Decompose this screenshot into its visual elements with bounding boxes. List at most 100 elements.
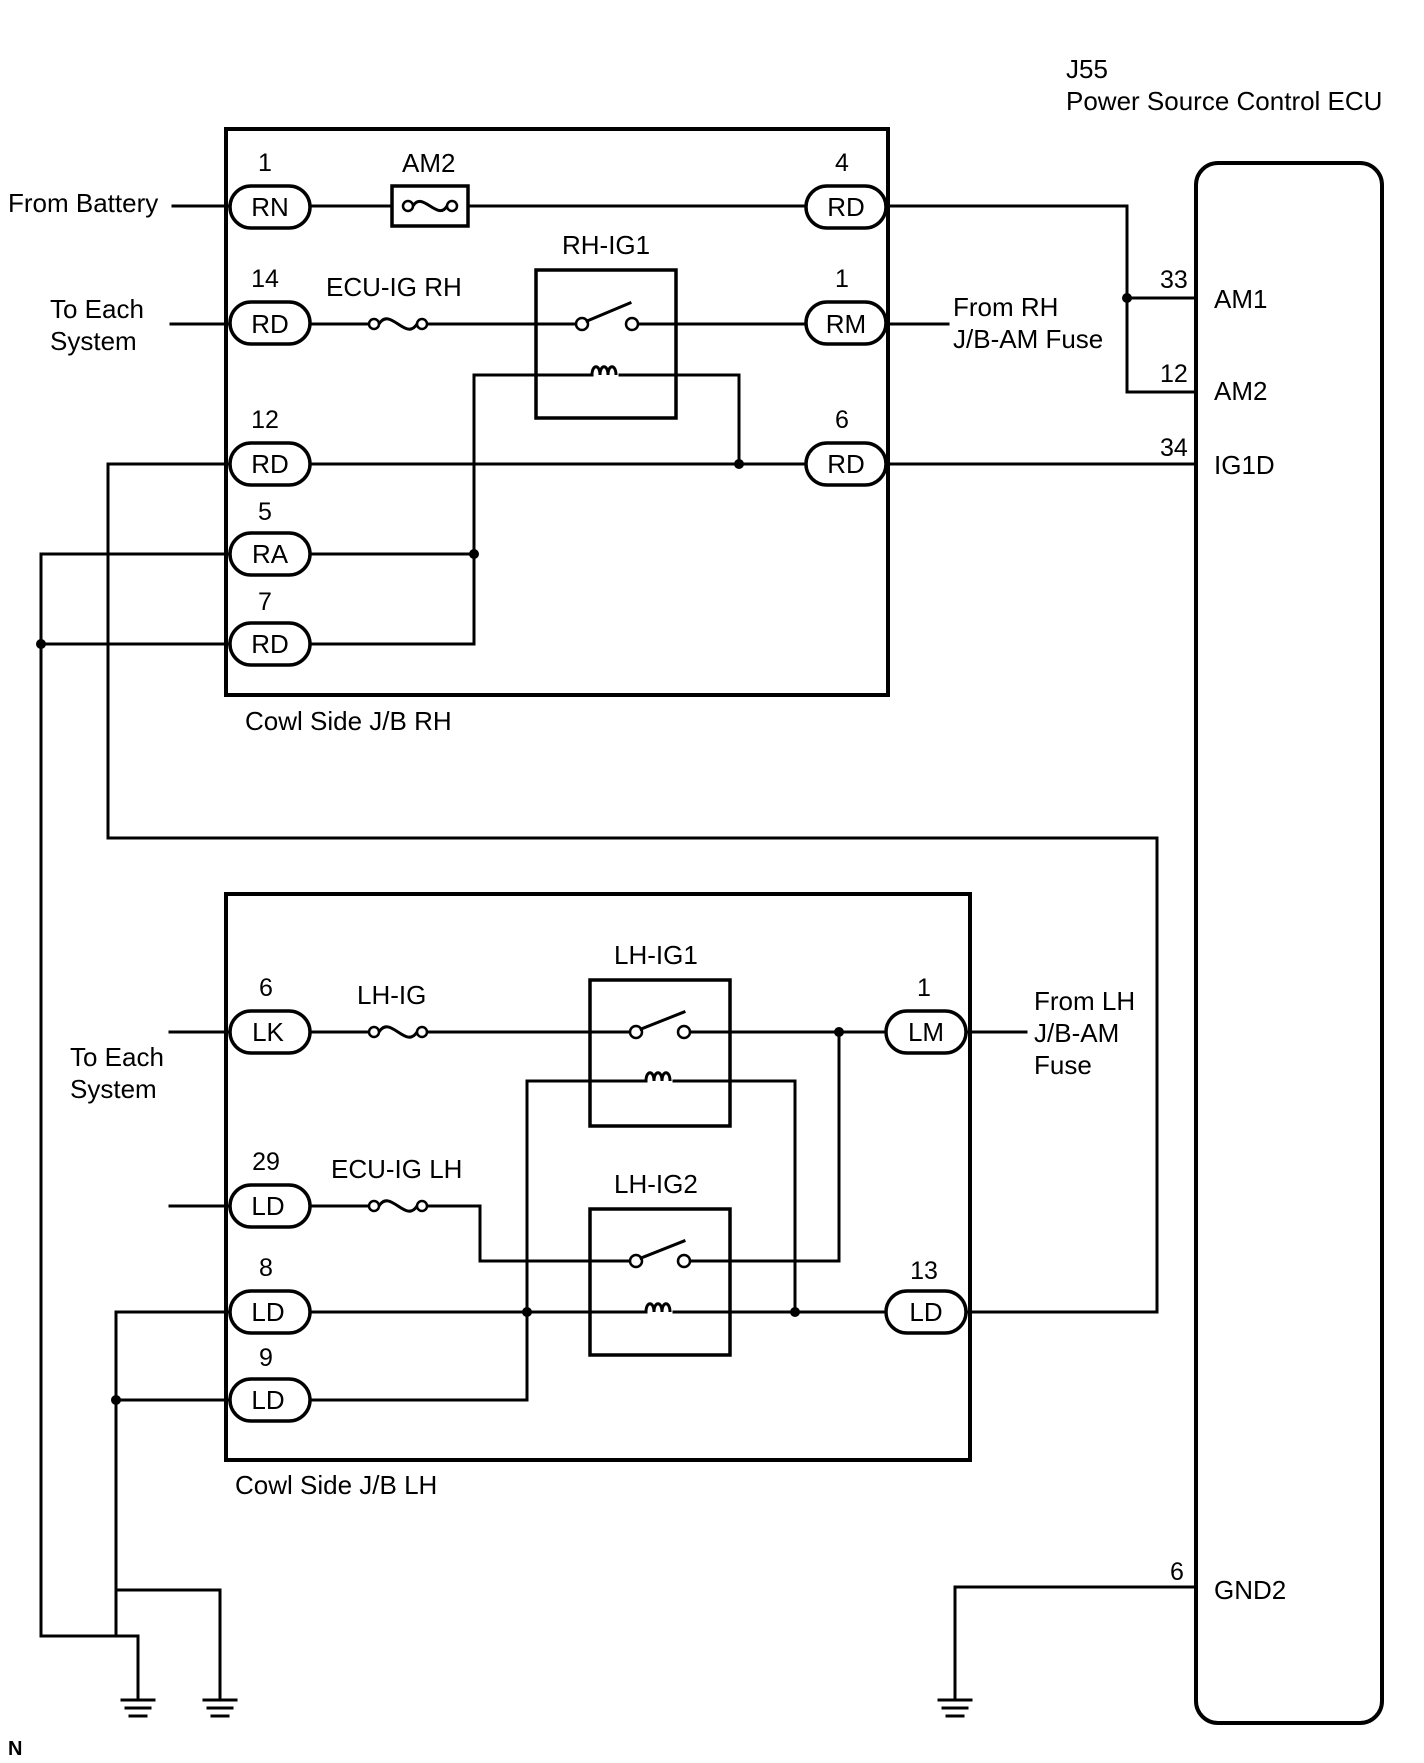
svg-text:LM: LM (908, 1017, 944, 1047)
junction-dot (1122, 293, 1132, 303)
junction-dot (111, 1395, 121, 1405)
rh-junction-block-label: Cowl Side J/B RH (245, 706, 452, 736)
ground-wires (39, 1585, 1198, 1700)
to-each-system-rh-line1: To Each (50, 294, 144, 324)
relay-coil-icon (590, 365, 618, 376)
junction-dot (522, 1307, 532, 1317)
svg-text:LK: LK (252, 1017, 284, 1047)
rh-pin-rd12: RD 12 (228, 406, 312, 487)
from-lh-jb-line1: From LH (1034, 986, 1135, 1016)
svg-text:1: 1 (835, 265, 849, 293)
from-rh-jb-line1: From RH (953, 292, 1058, 322)
to-each-system-rh-line2: System (50, 326, 137, 356)
lh-pin-lk6: LK 6 (228, 974, 312, 1055)
ecu-pin-am2-num: 12 (1160, 360, 1188, 388)
svg-text:RA: RA (252, 539, 289, 569)
svg-text:RD: RD (827, 192, 865, 222)
corner-code: N (8, 1738, 22, 1760)
lh-ig-fuse-label: LH-IG (357, 980, 426, 1010)
svg-text:LD: LD (251, 1297, 284, 1327)
lh-ig2-relay-label: LH-IG2 (614, 1169, 698, 1199)
rh-wires (39, 204, 1198, 1638)
ecu-pin-am2-name: AM2 (1214, 376, 1267, 406)
rh-pin-rd6: RD 6 (804, 406, 888, 487)
ground-icon (120, 1698, 156, 1718)
lh-pin-ld8: LD 8 (228, 1254, 312, 1335)
lh-pin-lm1: LM 1 (884, 974, 968, 1055)
svg-text:RD: RD (827, 449, 865, 479)
lh-junction-block (224, 892, 972, 1462)
junction-dot (36, 639, 46, 649)
relay-coil-icon (644, 1302, 672, 1313)
svg-text:12: 12 (251, 406, 279, 434)
lh-pin-ld13: LD 13 (884, 1257, 968, 1335)
am2-fuse-label: AM2 (402, 148, 455, 178)
rh-pin-rd14: RD 14 (228, 265, 312, 346)
junction-dot (469, 549, 479, 559)
ecu-pin-gnd2-name: GND2 (1214, 1575, 1286, 1605)
am2-fuse-icon (390, 184, 470, 228)
junction-dot (734, 459, 744, 469)
ecu-connector-code: J55 (1066, 54, 1108, 84)
ecu-ig-lh-fuse-label: ECU-IG LH (331, 1154, 462, 1184)
svg-text:7: 7 (258, 588, 272, 616)
ecu-pin-gnd2-num: 6 (1170, 1558, 1184, 1586)
relay-coil-icon (644, 1071, 672, 1082)
ecu-pin-ig1d-name: IG1D (1214, 450, 1275, 480)
svg-text:1: 1 (258, 149, 272, 177)
ecu-header: J55 Power Source Control ECU (1066, 54, 1382, 116)
ground-icon (202, 1698, 238, 1718)
from-rh-jb-line2: J/B-AM Fuse (953, 324, 1103, 354)
svg-text:LD: LD (251, 1385, 284, 1415)
rh-junction-block (224, 127, 890, 697)
ecu-name: Power Source Control ECU (1066, 86, 1382, 116)
svg-text:RD: RD (251, 629, 289, 659)
ecu-pin-am1-num: 33 (1160, 266, 1188, 294)
svg-text:RD: RD (251, 309, 289, 339)
svg-text:LD: LD (251, 1191, 284, 1221)
lh-junction-block-label: Cowl Side J/B LH (235, 1470, 437, 1500)
svg-text:1: 1 (917, 974, 931, 1002)
ecu-ig-rh-fuse-label: ECU-IG RH (326, 272, 462, 302)
svg-text:9: 9 (259, 1344, 273, 1372)
ecu-body (1194, 161, 1384, 1725)
rh-ig1-relay (534, 268, 678, 420)
lh-pin-ld29: LD 29 (228, 1148, 312, 1229)
lh-ig2-relay (588, 1207, 732, 1357)
from-lh-jb-line3: Fuse (1034, 1050, 1092, 1080)
svg-text:8: 8 (259, 1254, 273, 1282)
lh-pin-ld9: LD 9 (228, 1344, 312, 1423)
ground-icon (937, 1698, 973, 1718)
lh-ig1-relay-label: LH-IG1 (614, 940, 698, 970)
rh-pin-rd7: RD 7 (228, 588, 312, 667)
svg-text:4: 4 (835, 149, 849, 177)
ecu-ig-rh-fuse-icon (367, 317, 429, 331)
from-lh-jb-line2: J/B-AM (1034, 1018, 1119, 1048)
junction-dot (790, 1307, 800, 1317)
lh-ig1-relay (588, 978, 732, 1128)
from-battery-label: From Battery (8, 188, 158, 218)
svg-text:RM: RM (826, 309, 866, 339)
ecu-pin-am1-name: AM1 (1214, 284, 1267, 314)
ecu-pin-ig1d-num: 34 (1160, 434, 1188, 462)
svg-text:RN: RN (251, 192, 289, 222)
rh-pin-rd4: RD 4 (804, 149, 888, 230)
svg-text:29: 29 (252, 1148, 280, 1176)
svg-text:RD: RD (251, 449, 289, 479)
svg-text:5: 5 (258, 498, 272, 526)
junction-dot (834, 1027, 844, 1037)
svg-text:LD: LD (909, 1297, 942, 1327)
to-each-system-lh-line1: To Each (70, 1042, 164, 1072)
svg-text:14: 14 (251, 265, 279, 293)
svg-text:13: 13 (910, 1257, 938, 1285)
to-each-system-lh-line2: System (70, 1074, 157, 1104)
rh-pin-rn: RN 1 (228, 149, 312, 230)
rh-pin-rm1: RM 1 (804, 265, 888, 346)
rh-ig1-relay-label: RH-IG1 (562, 230, 650, 260)
ecu-ig-lh-fuse-icon (367, 1199, 429, 1213)
svg-text:6: 6 (259, 974, 273, 1002)
svg-text:6: 6 (835, 406, 849, 434)
rh-pin-ra5: RA 5 (228, 498, 312, 577)
lh-ig-fuse-icon (367, 1025, 429, 1039)
